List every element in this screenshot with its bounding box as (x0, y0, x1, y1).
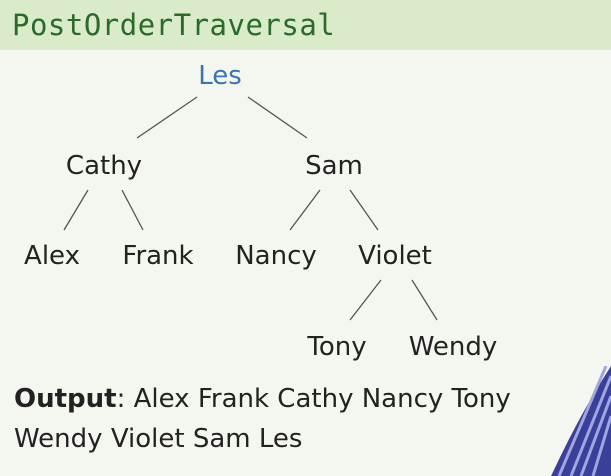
edge-cathy-alex (63, 189, 89, 231)
tree-node-wendy: Wendy (409, 332, 498, 362)
tree-node-sam: Sam (305, 151, 363, 181)
tree-node-frank: Frank (122, 241, 193, 271)
presenter-shoulder-image (551, 366, 611, 476)
output-line-2: Wendy Violet Sam Les (14, 424, 302, 454)
edge-violet-tony (349, 279, 382, 321)
tree-node-tony: Tony (306, 332, 366, 362)
edge-cathy-frank (121, 189, 144, 231)
edge-sam-violet (349, 189, 379, 231)
output-line-1: Output: Alex Frank Cathy Nancy Tony (14, 384, 511, 414)
tree-node-violet: Violet (358, 241, 432, 271)
edge-les-sam (247, 96, 308, 139)
output-label: Output (14, 384, 117, 414)
edge-violet-wendy (411, 279, 438, 321)
output-sequence-1: Alex Frank Cathy Nancy Tony (133, 384, 511, 414)
tree-node-alex: Alex (24, 241, 80, 271)
edge-sam-nancy (289, 189, 321, 231)
output-colon: : (116, 384, 134, 414)
edge-les-cathy (136, 96, 198, 139)
slide-title: PostOrderTraversal (12, 8, 336, 42)
tree-node-nancy: Nancy (235, 241, 317, 271)
output-sequence-2: Wendy Violet Sam Les (14, 424, 303, 454)
tree-node-cathy: Cathy (66, 151, 142, 181)
title-bar: PostOrderTraversal (0, 0, 611, 50)
tree-node-les: Les (198, 61, 242, 91)
